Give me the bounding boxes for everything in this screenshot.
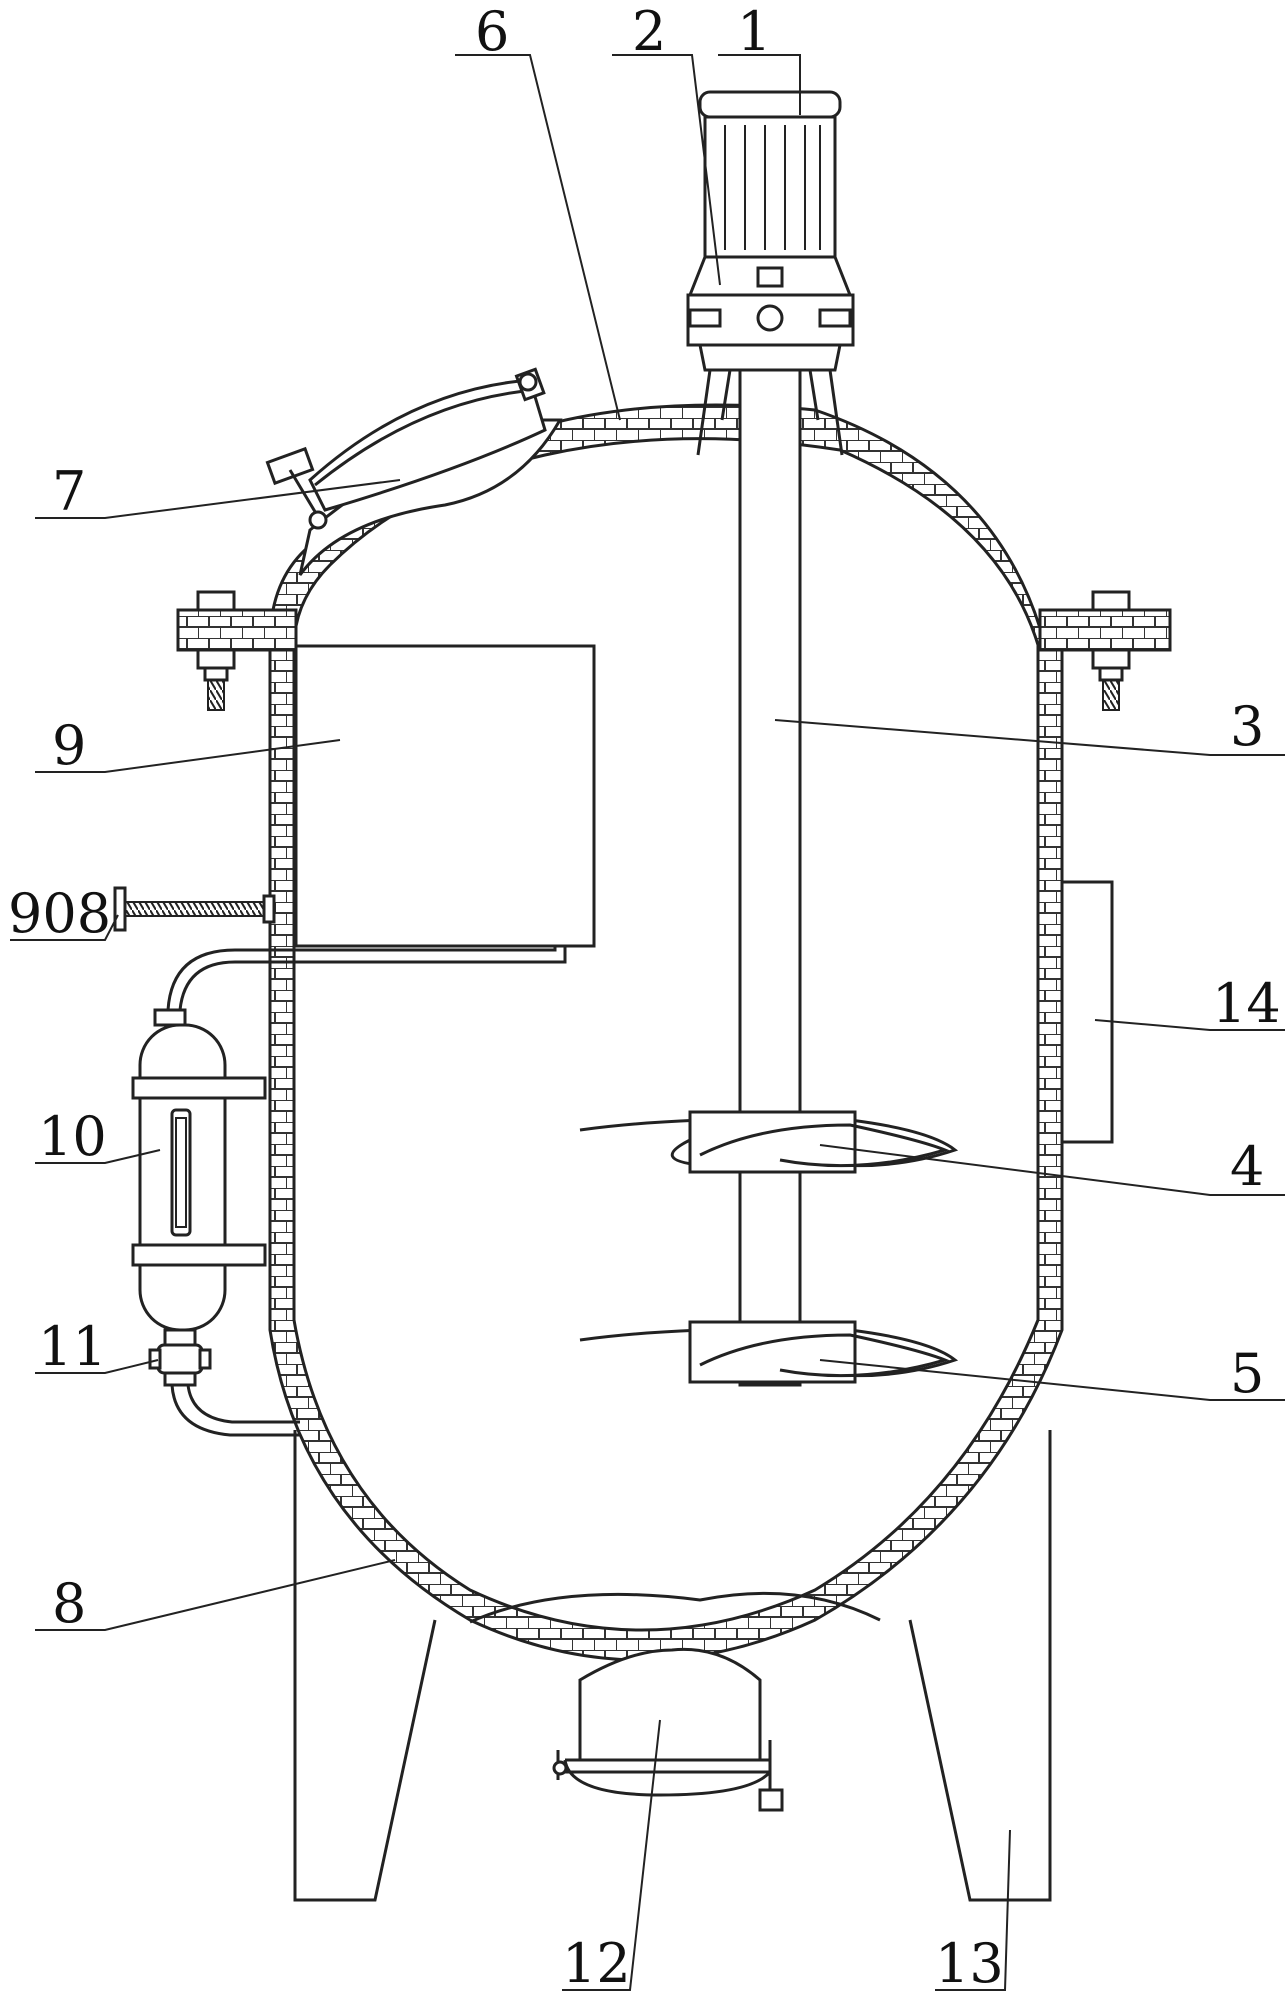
label-14: 14 [1212, 972, 1281, 1035]
support-legs [293, 1430, 1052, 1902]
label-4: 4 [1230, 1135, 1264, 1198]
lower-pipe [170, 1384, 300, 1437]
inner-box [294, 644, 596, 948]
body-flange-right [1038, 590, 1172, 711]
bottom-outlet [469, 1591, 881, 1812]
sight-gauge [131, 1008, 267, 1332]
label-3: 3 [1230, 695, 1264, 758]
inspection-lid [265, 367, 563, 576]
leader-lines [10, 54, 1285, 1991]
label-13: 13 [935, 1932, 1004, 1995]
label-5: 5 [1230, 1342, 1264, 1405]
part-labels: 1 2 3 4 5 6 7 8 9 908 10 11 12 13 14 [8, 0, 1281, 1995]
lower-impeller [579, 1320, 959, 1384]
label-908: 908 [8, 882, 111, 945]
label-8: 8 [52, 1572, 86, 1635]
reducer [686, 255, 855, 456]
label-1: 1 [737, 0, 771, 63]
label-6: 6 [475, 0, 509, 63]
side-plate [1060, 880, 1114, 1144]
stirring-shaft [738, 368, 802, 1387]
label-12: 12 [562, 1932, 631, 1995]
upper-impeller [579, 1110, 959, 1174]
label-11: 11 [38, 1315, 107, 1378]
label-2: 2 [632, 0, 666, 63]
screw-rod [113, 886, 276, 932]
label-9: 9 [52, 714, 86, 777]
motor [698, 90, 842, 259]
label-10: 10 [38, 1105, 107, 1168]
tank-jacket [268, 403, 1064, 1662]
label-7: 7 [52, 460, 86, 523]
drain-valve [148, 1328, 212, 1387]
upper-pipe [178, 946, 567, 1011]
body-flange-left [176, 590, 298, 711]
